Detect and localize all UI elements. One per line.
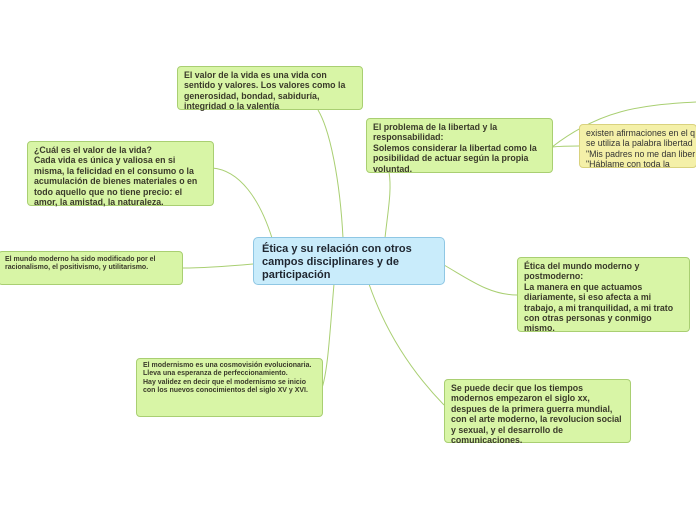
node-tiempos-modernos[interactable]: Se puede decir que los tiempos modernos …: [444, 379, 631, 445]
link-mundo-moderno: [182, 263, 254, 269]
link-modernismo: [321, 283, 335, 389]
central-topic[interactable]: Ética y su relación con otros campos dis…: [253, 237, 445, 285]
link-valor-vida: [317, 109, 344, 239]
node-mundo-moderno[interactable]: El mundo moderno ha sido modificado por …: [0, 251, 183, 285]
link-libertad-afirmaciones: [551, 145, 580, 148]
node-modernismo[interactable]: El modernismo es una cosmovisión evoluci…: [136, 358, 323, 417]
link-etica-moderno: [443, 264, 518, 296]
node-valor-vida[interactable]: El valor de la vida es una vida con sent…: [177, 66, 363, 111]
link-tiempos-modernos: [368, 283, 445, 406]
node-libertad[interactable]: El problema de la libertad y la responsa…: [366, 118, 553, 174]
node-cual-valor[interactable]: ¿Cuál es el valor de la vida? Cada vida …: [27, 141, 214, 207]
link-cual-valor: [211, 167, 273, 239]
link-afirmaciones: [551, 101, 696, 148]
node-etica-moderno[interactable]: Ética del mundo moderno y postmoderno: L…: [517, 257, 690, 333]
node-afirmaciones[interactable]: existen afirmaciones en el q se utiliza …: [579, 124, 696, 168]
link-libertad: [384, 171, 391, 239]
